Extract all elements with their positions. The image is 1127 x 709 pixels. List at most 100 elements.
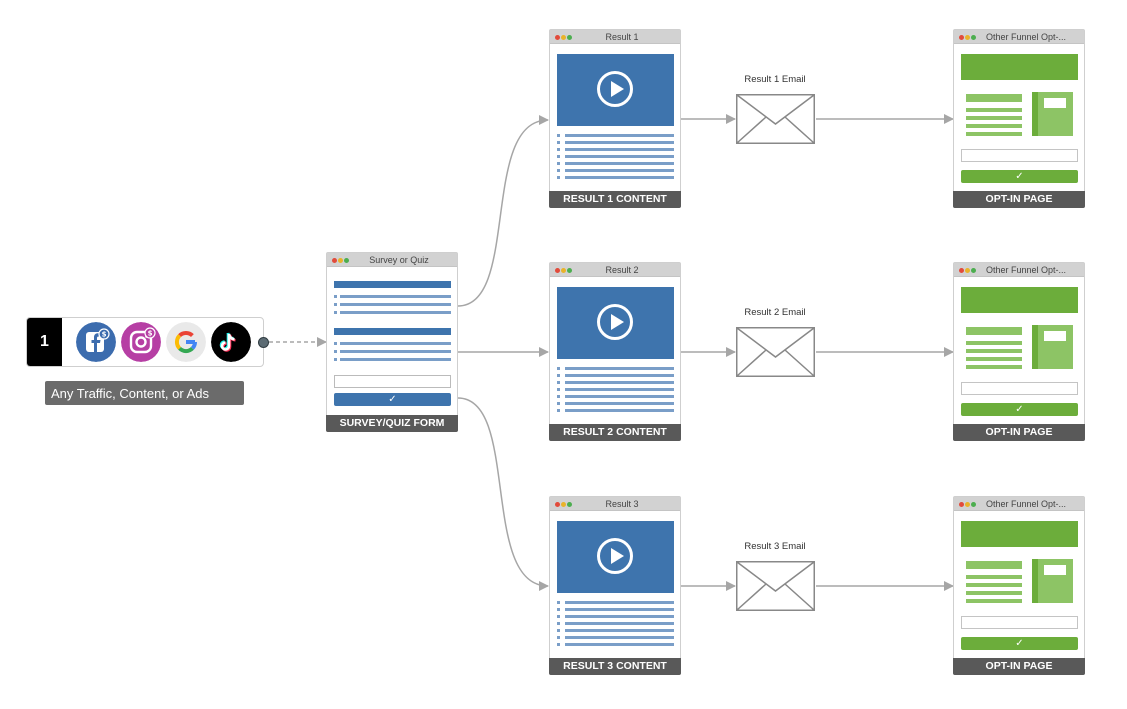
text-bullet	[557, 615, 560, 618]
optin-2-page-frame[interactable]: Other Funnel Opt-... ✓ OPT-IN PAGE	[953, 262, 1085, 441]
text-line	[565, 629, 674, 632]
text-bullet	[557, 169, 560, 172]
text-bullet	[557, 601, 560, 604]
option-line	[340, 342, 451, 345]
optin-text-line	[968, 365, 1022, 369]
frame-titlebar: Result 1	[550, 30, 680, 44]
traffic-source-node[interactable]: 1 $ $	[26, 317, 264, 367]
optin-3-page-frame[interactable]: Other Funnel Opt-... ✓ OPT-IN PAGE	[953, 496, 1085, 675]
minimize-dot-icon	[965, 267, 970, 273]
optin-bullet	[966, 583, 969, 587]
optin-bullet	[966, 341, 969, 345]
optin-email-input	[961, 382, 1078, 395]
text-line	[565, 367, 674, 370]
frame-title: Other Funnel Opt-...	[985, 265, 1067, 275]
text-line	[565, 622, 674, 625]
frame-footer-label: SURVEY/QUIZ FORM	[326, 415, 458, 432]
text-line	[565, 169, 674, 172]
text-bullet	[557, 629, 560, 632]
close-dot-icon	[959, 34, 964, 40]
envelope-icon[interactable]	[736, 94, 815, 144]
ebook-cover-icon	[1032, 92, 1073, 136]
text-line	[565, 636, 674, 639]
frame-titlebar: Result 3	[550, 497, 680, 511]
optin-text-line	[968, 575, 1022, 579]
optin-bullet	[966, 599, 969, 603]
optin-bullet	[966, 365, 969, 369]
text-line	[565, 374, 674, 377]
optin-bullet	[966, 132, 969, 136]
optin-text-line	[968, 349, 1022, 353]
frame-title: Survey or Quiz	[369, 255, 429, 265]
frame-title: Result 3	[605, 499, 639, 509]
survey-page-frame[interactable]: Survey or Quiz ✓ SURVEY/QUIZ FORM	[326, 252, 458, 432]
text-line	[565, 615, 674, 618]
result-3-page-frame[interactable]: Result 3 RESULT 3 CONTENT	[549, 496, 681, 675]
optin-text-line	[968, 341, 1022, 345]
optin-text-line	[968, 591, 1022, 595]
traffic-output-handle[interactable]	[258, 337, 269, 348]
svg-text:$: $	[102, 331, 107, 339]
optin-bullet	[966, 591, 969, 595]
text-bullet	[557, 381, 560, 384]
minimize-dot-icon	[561, 501, 566, 507]
optin-email-input	[961, 616, 1078, 629]
minimize-dot-icon	[561, 267, 566, 273]
text-line	[565, 402, 674, 405]
text-bullet	[557, 134, 560, 137]
envelope-icon[interactable]	[736, 561, 815, 611]
result-3-email-label: Result 3 Email	[744, 541, 806, 552]
maximize-dot-icon	[971, 34, 976, 40]
ebook-cover-icon	[1032, 325, 1073, 369]
result-2-page-frame[interactable]: Result 2 RESULT 2 CONTENT	[549, 262, 681, 441]
optin-text-line	[968, 132, 1022, 136]
minimize-dot-icon	[338, 257, 343, 263]
close-dot-icon	[332, 257, 337, 263]
text-bullet	[557, 395, 560, 398]
close-dot-icon	[555, 267, 560, 273]
text-line	[565, 162, 674, 165]
text-line	[565, 381, 674, 384]
optin-bullet	[966, 116, 969, 120]
option-line	[340, 303, 451, 306]
frame-footer-label: OPT-IN PAGE	[953, 424, 1085, 441]
optin-text-line	[968, 599, 1022, 603]
option-bullet	[334, 350, 337, 353]
text-line	[565, 395, 674, 398]
option-line	[340, 350, 451, 353]
text-line	[565, 134, 674, 137]
option-line	[340, 358, 451, 361]
optin-email-input	[961, 149, 1078, 162]
maximize-dot-icon	[567, 34, 572, 40]
frame-title: Other Funnel Opt-...	[985, 499, 1067, 509]
option-bullet	[334, 358, 337, 361]
ebook-cover-icon	[1032, 559, 1073, 603]
optin-text-line	[968, 583, 1022, 587]
optin-1-page-frame[interactable]: Other Funnel Opt-... ✓ OPT-IN PAGE	[953, 29, 1085, 208]
optin-text-line	[968, 124, 1022, 128]
text-bullet	[557, 622, 560, 625]
text-bullet	[557, 409, 560, 412]
maximize-dot-icon	[344, 257, 349, 263]
play-icon	[597, 71, 633, 107]
close-dot-icon	[555, 34, 560, 40]
instagram-ads-icon: $	[121, 322, 161, 362]
text-line	[565, 643, 674, 646]
question-heading	[334, 328, 451, 335]
optin-header-block	[961, 287, 1078, 313]
envelope-icon[interactable]	[736, 327, 815, 377]
text-bullet	[557, 643, 560, 646]
question-heading	[334, 281, 451, 288]
video-block	[557, 521, 674, 593]
optin-submit-button: ✓	[961, 403, 1078, 416]
traffic-caption: Any Traffic, Content, or Ads	[45, 381, 244, 405]
close-dot-icon	[555, 501, 560, 507]
optin-bullet	[966, 349, 969, 353]
option-bullet	[334, 295, 337, 298]
text-bullet	[557, 367, 560, 370]
text-bullet	[557, 608, 560, 611]
result-1-page-frame[interactable]: Result 1 RESULT 1 CONTENT	[549, 29, 681, 208]
play-icon	[597, 538, 633, 574]
frame-titlebar: Other Funnel Opt-...	[954, 30, 1084, 44]
